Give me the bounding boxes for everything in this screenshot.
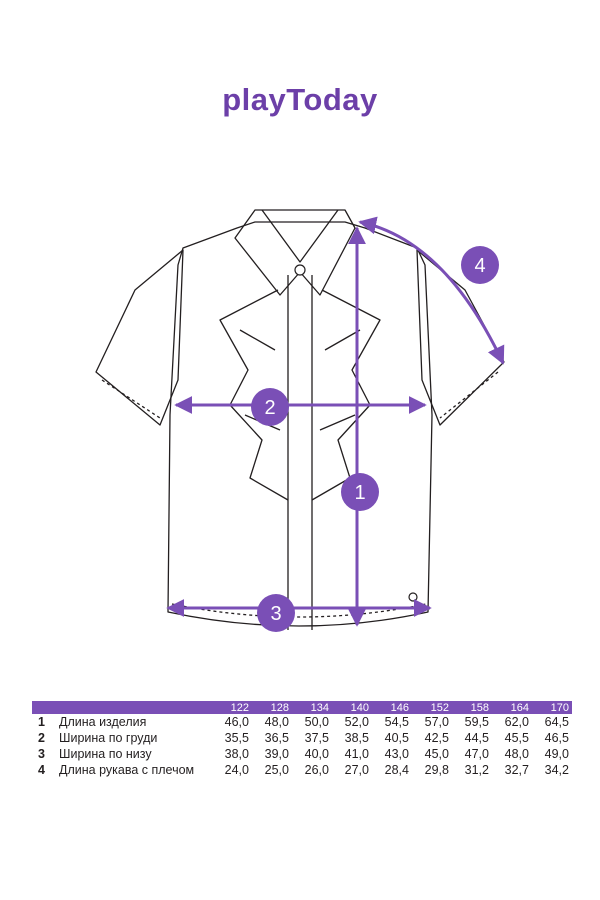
cell-value: 50,0 [304,715,329,729]
collar [234,209,356,296]
cell-value: 42,5 [424,731,449,745]
cell-value: 48,0 [504,747,529,761]
table-row: 2 Ширина по груди 35,5 36,5 37,5 38,5 40… [32,730,572,746]
size-header: 170 [532,701,572,714]
marker-2: 2 [251,388,289,426]
size-header-row: 122 128 134 140 146 152 158 164 170 [32,701,572,714]
cell-value: 43,0 [384,747,409,761]
cell-value: 47,0 [464,747,489,761]
cell-value: 26,0 [304,763,329,777]
cell-value: 46,5 [544,731,569,745]
svg-text:2: 2 [264,397,275,419]
cell-value: 45,0 [424,747,449,761]
size-header: 146 [372,701,412,714]
size-header: 140 [332,701,372,714]
cell-value: 34,2 [544,763,569,777]
measure-line-sleeve [358,216,505,365]
svg-text:3: 3 [270,603,281,625]
size-header: 158 [452,701,492,714]
marker-1: 1 [341,473,379,511]
cell-value: 45,5 [504,731,529,745]
hem-button-icon [408,592,418,602]
cell-value: 36,5 [264,731,289,745]
cell-value: 52,0 [344,715,369,729]
measurement-lines [166,216,505,627]
button-icon [294,264,306,276]
size-header: 134 [292,701,332,714]
cell-value: 40,0 [304,747,329,761]
cell-value: 28,4 [384,763,409,777]
table-row: 4 Длина рукава с плечом 24,0 25,0 26,0 2… [32,762,572,778]
cell-value: 59,5 [464,715,489,729]
row-label: Ширина по груди [59,731,158,745]
cell-value: 39,0 [264,747,289,761]
cell-value: 64,5 [544,715,569,729]
size-header: 164 [492,701,532,714]
blouse-technical-drawing: 1 2 3 4 [95,209,505,632]
cell-value: 31,2 [464,763,489,777]
cell-value: 41,0 [344,747,369,761]
left-sleeve [95,249,184,426]
cell-value: 40,5 [384,731,409,745]
marker-4: 4 [461,246,499,284]
row-number: 2 [38,731,45,745]
marker-3: 3 [257,594,295,632]
cell-value: 27,0 [344,763,369,777]
cell-value: 29,8 [424,763,449,777]
brand-logo: playToday [222,82,378,117]
row-number: 3 [38,747,45,761]
size-header: 128 [252,701,292,714]
table-row: 1 Длина изделия 46,0 48,0 50,0 52,0 54,5… [32,714,572,730]
size-header: 122 [212,701,252,714]
cell-value: 57,0 [424,715,449,729]
cell-value: 49,0 [544,747,569,761]
table-row: 3 Ширина по низу 38,0 39,0 40,0 41,0 43,… [32,746,572,762]
cell-value: 35,5 [224,731,249,745]
svg-text:1: 1 [354,482,365,504]
row-number: 4 [38,763,45,777]
cell-value: 46,0 [224,715,249,729]
cell-value: 38,5 [344,731,369,745]
row-label: Длина рукава с плечом [59,763,195,777]
row-label: Длина изделия [59,715,147,729]
size-header: 152 [412,701,452,714]
row-number: 1 [38,715,45,729]
svg-text:4: 4 [474,255,485,277]
cell-value: 32,7 [504,763,529,777]
cell-value: 62,0 [504,715,529,729]
cell-value: 24,0 [224,763,249,777]
cell-value: 25,0 [264,763,289,777]
cell-value: 37,5 [304,731,329,745]
cell-value: 54,5 [384,715,409,729]
row-label: Ширина по низу [59,747,152,761]
cell-value: 38,0 [224,747,249,761]
size-chart-table: 122 128 134 140 146 152 158 164 170 1 Дл… [32,701,572,778]
cell-value: 44,5 [464,731,489,745]
body-outline [167,221,433,627]
cell-value: 48,0 [264,715,289,729]
